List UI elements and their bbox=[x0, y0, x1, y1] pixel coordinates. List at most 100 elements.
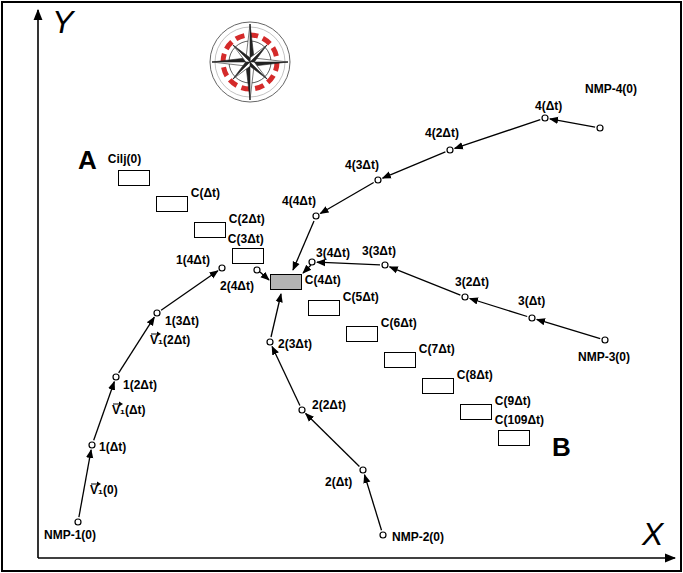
trajectory-arrow bbox=[383, 152, 446, 178]
target-box: C(7Δt) bbox=[384, 352, 416, 368]
trajectory-arrow bbox=[320, 183, 373, 214]
compass-rose bbox=[248, 43, 267, 62]
position-point bbox=[382, 262, 388, 268]
position-label: 1(4Δt) bbox=[176, 253, 210, 267]
trajectory-arrow bbox=[94, 382, 115, 441]
position-point bbox=[597, 125, 603, 131]
position-point bbox=[380, 532, 386, 538]
target-box: C(2Δt) bbox=[194, 222, 226, 238]
compass-rose bbox=[231, 60, 252, 81]
position-label: 3(Δt) bbox=[518, 294, 545, 308]
target-box: Cilj(0) bbox=[118, 170, 150, 186]
trajectory-arrow bbox=[550, 119, 595, 127]
start-label: NMP-1(0) bbox=[44, 528, 96, 542]
target-box: C(9Δt) bbox=[460, 404, 492, 420]
position-label: 3(4Δt) bbox=[316, 246, 350, 260]
position-label: 4(2Δt) bbox=[425, 126, 459, 140]
position-point bbox=[360, 467, 366, 473]
compass-rose bbox=[231, 43, 252, 64]
trajectory-arrow bbox=[260, 272, 269, 280]
compass-rose bbox=[233, 43, 252, 62]
trajectory-arrow bbox=[293, 221, 314, 270]
position-point bbox=[154, 310, 160, 316]
position-point bbox=[75, 519, 81, 525]
position-label: 4(Δt) bbox=[535, 99, 562, 113]
end-label: A bbox=[78, 145, 97, 175]
start-label: NMP-3(0) bbox=[578, 350, 630, 364]
target-label: C(Δt) bbox=[191, 186, 220, 200]
target-label: C(5Δt) bbox=[343, 290, 379, 304]
position-point bbox=[602, 337, 608, 343]
trajectory-arrow bbox=[161, 271, 218, 310]
compass-rose bbox=[248, 43, 269, 64]
trajectory-arrow bbox=[79, 119, 600, 530]
trajectory-arrow bbox=[303, 265, 311, 273]
target-label: Cilj(0) bbox=[108, 152, 141, 166]
position-label: 2(4Δt) bbox=[220, 279, 254, 293]
position-point bbox=[313, 213, 319, 219]
position-point bbox=[113, 374, 119, 380]
axis-label: X bbox=[642, 516, 663, 552]
trajectory-arrow bbox=[306, 414, 360, 467]
position-point bbox=[89, 442, 95, 448]
target-label: C(3Δt) bbox=[228, 232, 264, 246]
compass-rose bbox=[210, 22, 290, 102]
velocity-label: V₁(Δt) bbox=[112, 403, 146, 417]
position-point bbox=[75, 115, 608, 538]
target-label: C(8Δt) bbox=[457, 368, 493, 382]
coordinate-axes bbox=[38, 557, 675, 559]
position-point bbox=[447, 147, 453, 153]
compass-rose bbox=[233, 62, 252, 81]
target-label: C(9Δt) bbox=[495, 394, 531, 408]
hit-box: C(4Δt) bbox=[270, 274, 302, 290]
target-box: C(8Δt) bbox=[422, 378, 454, 394]
vector-arrow bbox=[91, 332, 161, 487]
position-point bbox=[542, 115, 548, 121]
position-point bbox=[299, 407, 305, 413]
position-point bbox=[267, 339, 273, 345]
start-label: NMP-4(0) bbox=[585, 82, 637, 96]
position-label: 3(3Δt) bbox=[362, 244, 396, 258]
velocity-label: V₁(0) bbox=[90, 483, 118, 497]
trajectory-arrow bbox=[390, 267, 461, 295]
position-label: 4(4Δt) bbox=[282, 194, 316, 208]
target-label: C(7Δt) bbox=[419, 342, 455, 356]
target-box: C(6Δt) bbox=[346, 326, 378, 342]
coordinate-axes bbox=[37, 10, 39, 558]
position-point bbox=[219, 265, 225, 271]
velocity-label: V₁(2Δt) bbox=[150, 333, 190, 347]
position-label: 2(Δt) bbox=[325, 475, 352, 489]
position-label: 1(3Δt) bbox=[165, 314, 199, 328]
trajectory-arrow bbox=[119, 317, 155, 373]
target-label: C(109Δt) bbox=[495, 413, 544, 427]
position-point bbox=[309, 259, 315, 265]
compass-rose bbox=[248, 62, 267, 81]
target-label: C(4Δt) bbox=[305, 273, 341, 287]
trajectory-arrow bbox=[365, 475, 382, 530]
position-label: 2(2Δt) bbox=[312, 398, 346, 412]
compass-rose bbox=[231, 60, 250, 79]
target-box: C(Δt) bbox=[156, 196, 188, 212]
trajectory-arrow bbox=[317, 262, 380, 265]
target-box: C(5Δt) bbox=[308, 300, 340, 316]
position-label: 3(2Δt) bbox=[455, 275, 489, 289]
compass-rose bbox=[231, 45, 250, 64]
compass-rose bbox=[210, 22, 290, 102]
trajectory-arrow bbox=[79, 450, 91, 517]
trajectory-arrow bbox=[537, 319, 600, 338]
position-label: 2(3Δt) bbox=[278, 337, 312, 351]
compass-rose bbox=[248, 60, 269, 81]
target-label: C(2Δt) bbox=[229, 212, 265, 226]
position-point bbox=[375, 177, 381, 183]
position-point bbox=[254, 267, 260, 273]
start-label: NMP-2(0) bbox=[392, 530, 444, 544]
trajectory-arrow bbox=[455, 120, 541, 149]
trajectory-arrow bbox=[272, 347, 300, 406]
coordinate-axes bbox=[38, 10, 675, 558]
end-label: B bbox=[552, 432, 571, 462]
target-box: C(3Δt) bbox=[232, 248, 264, 264]
position-point bbox=[529, 315, 535, 321]
axis-label: Y bbox=[52, 4, 73, 40]
